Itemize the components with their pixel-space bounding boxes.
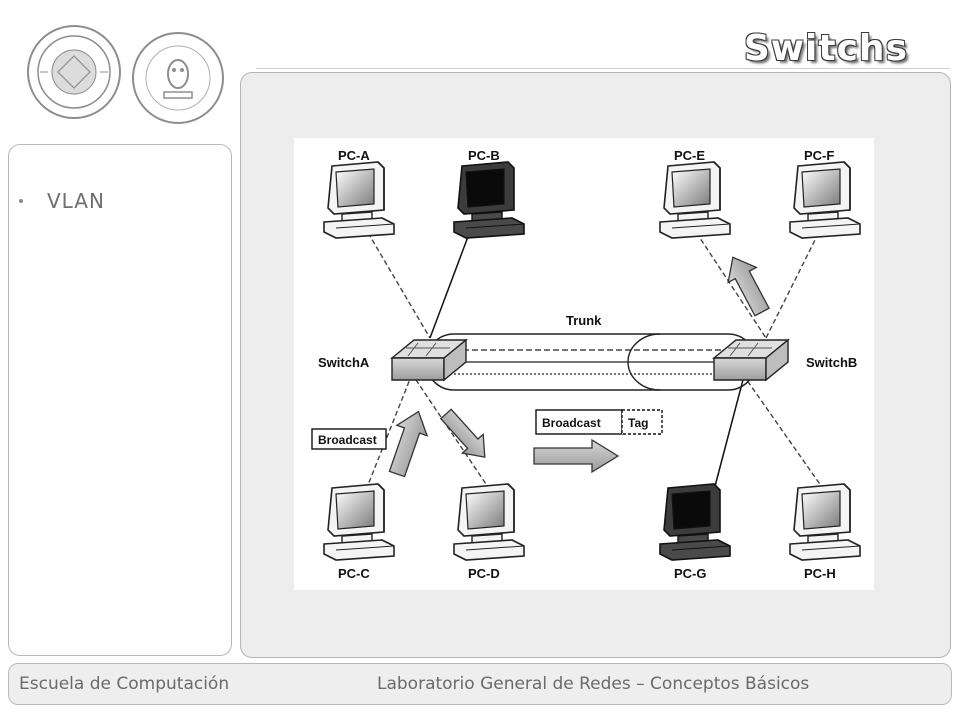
- logos: [18, 20, 238, 130]
- pc-h-icon: [789, 483, 861, 561]
- pc-a-label: PC-A: [338, 148, 370, 163]
- link-pch-switchb: [743, 375, 825, 491]
- pc-f-icon: [789, 161, 861, 239]
- link-pcf-switchb: [765, 225, 823, 339]
- switch-b-label: SwitchB: [806, 355, 857, 370]
- bullet-item: VLAN: [19, 189, 105, 213]
- slide-title: Switchs: [743, 28, 908, 69]
- bullet-dot: [19, 199, 23, 203]
- pc-c-label: PC-C: [338, 566, 370, 581]
- link-pca-switcha: [363, 225, 431, 339]
- bullet-text: VLAN: [47, 189, 105, 213]
- pc-b-label: PC-B: [468, 148, 500, 163]
- tagged-frame: Broadcast Tag: [535, 409, 663, 435]
- tag-label: Tag: [628, 416, 648, 430]
- footer-bar: Escuela de Computación Laboratorio Gener…: [8, 663, 952, 705]
- pc-c-icon: [323, 483, 395, 561]
- pc-e-icon: [659, 161, 731, 239]
- pc-b-icon: [453, 161, 525, 239]
- broadcast-label-left: Broadcast: [318, 433, 377, 447]
- pc-a-icon: [323, 161, 395, 239]
- arrow-up-right-icon: [727, 256, 770, 317]
- switch-a-label: SwitchA: [318, 355, 370, 370]
- pc-d-icon: [453, 483, 525, 561]
- pc-e-label: PC-E: [674, 148, 705, 163]
- trunk-link: [425, 333, 757, 391]
- footer-school: Escuela de Computación: [19, 674, 230, 694]
- link-pcc-switcha: [365, 373, 413, 491]
- vlan-diagram: Trunk SwitchA SwitchB PC-A PC-B PC-E PC-…: [294, 138, 874, 590]
- pc-f-label: PC-F: [804, 148, 834, 163]
- link-pcd-switcha: [411, 373, 491, 491]
- broadcast-frame-label: Broadcast: [542, 416, 601, 430]
- pc-h-label: PC-H: [804, 566, 836, 581]
- facultad-de-ciencias-logo: [132, 32, 224, 124]
- link-pcb-switcha: [429, 225, 473, 339]
- bullet-panel: VLAN: [8, 144, 232, 656]
- link-pcg-switchb: [713, 375, 745, 491]
- pc-d-label: PC-D: [468, 566, 500, 581]
- footer-course: Laboratorio General de Redes – Conceptos…: [377, 674, 810, 694]
- arrow-up-left-icon: [388, 410, 429, 478]
- pc-g-label: PC-G: [674, 566, 707, 581]
- pc-g-icon: [659, 483, 731, 561]
- arrow-right-icon: [533, 438, 620, 474]
- title-divider: [256, 68, 950, 69]
- broadcast-box-left: Broadcast: [311, 428, 387, 450]
- switch-b-icon: [713, 339, 789, 381]
- trunk-label: Trunk: [566, 313, 602, 328]
- arrow-down-right-icon: [439, 408, 486, 458]
- ucv-seal-logo: [27, 25, 121, 119]
